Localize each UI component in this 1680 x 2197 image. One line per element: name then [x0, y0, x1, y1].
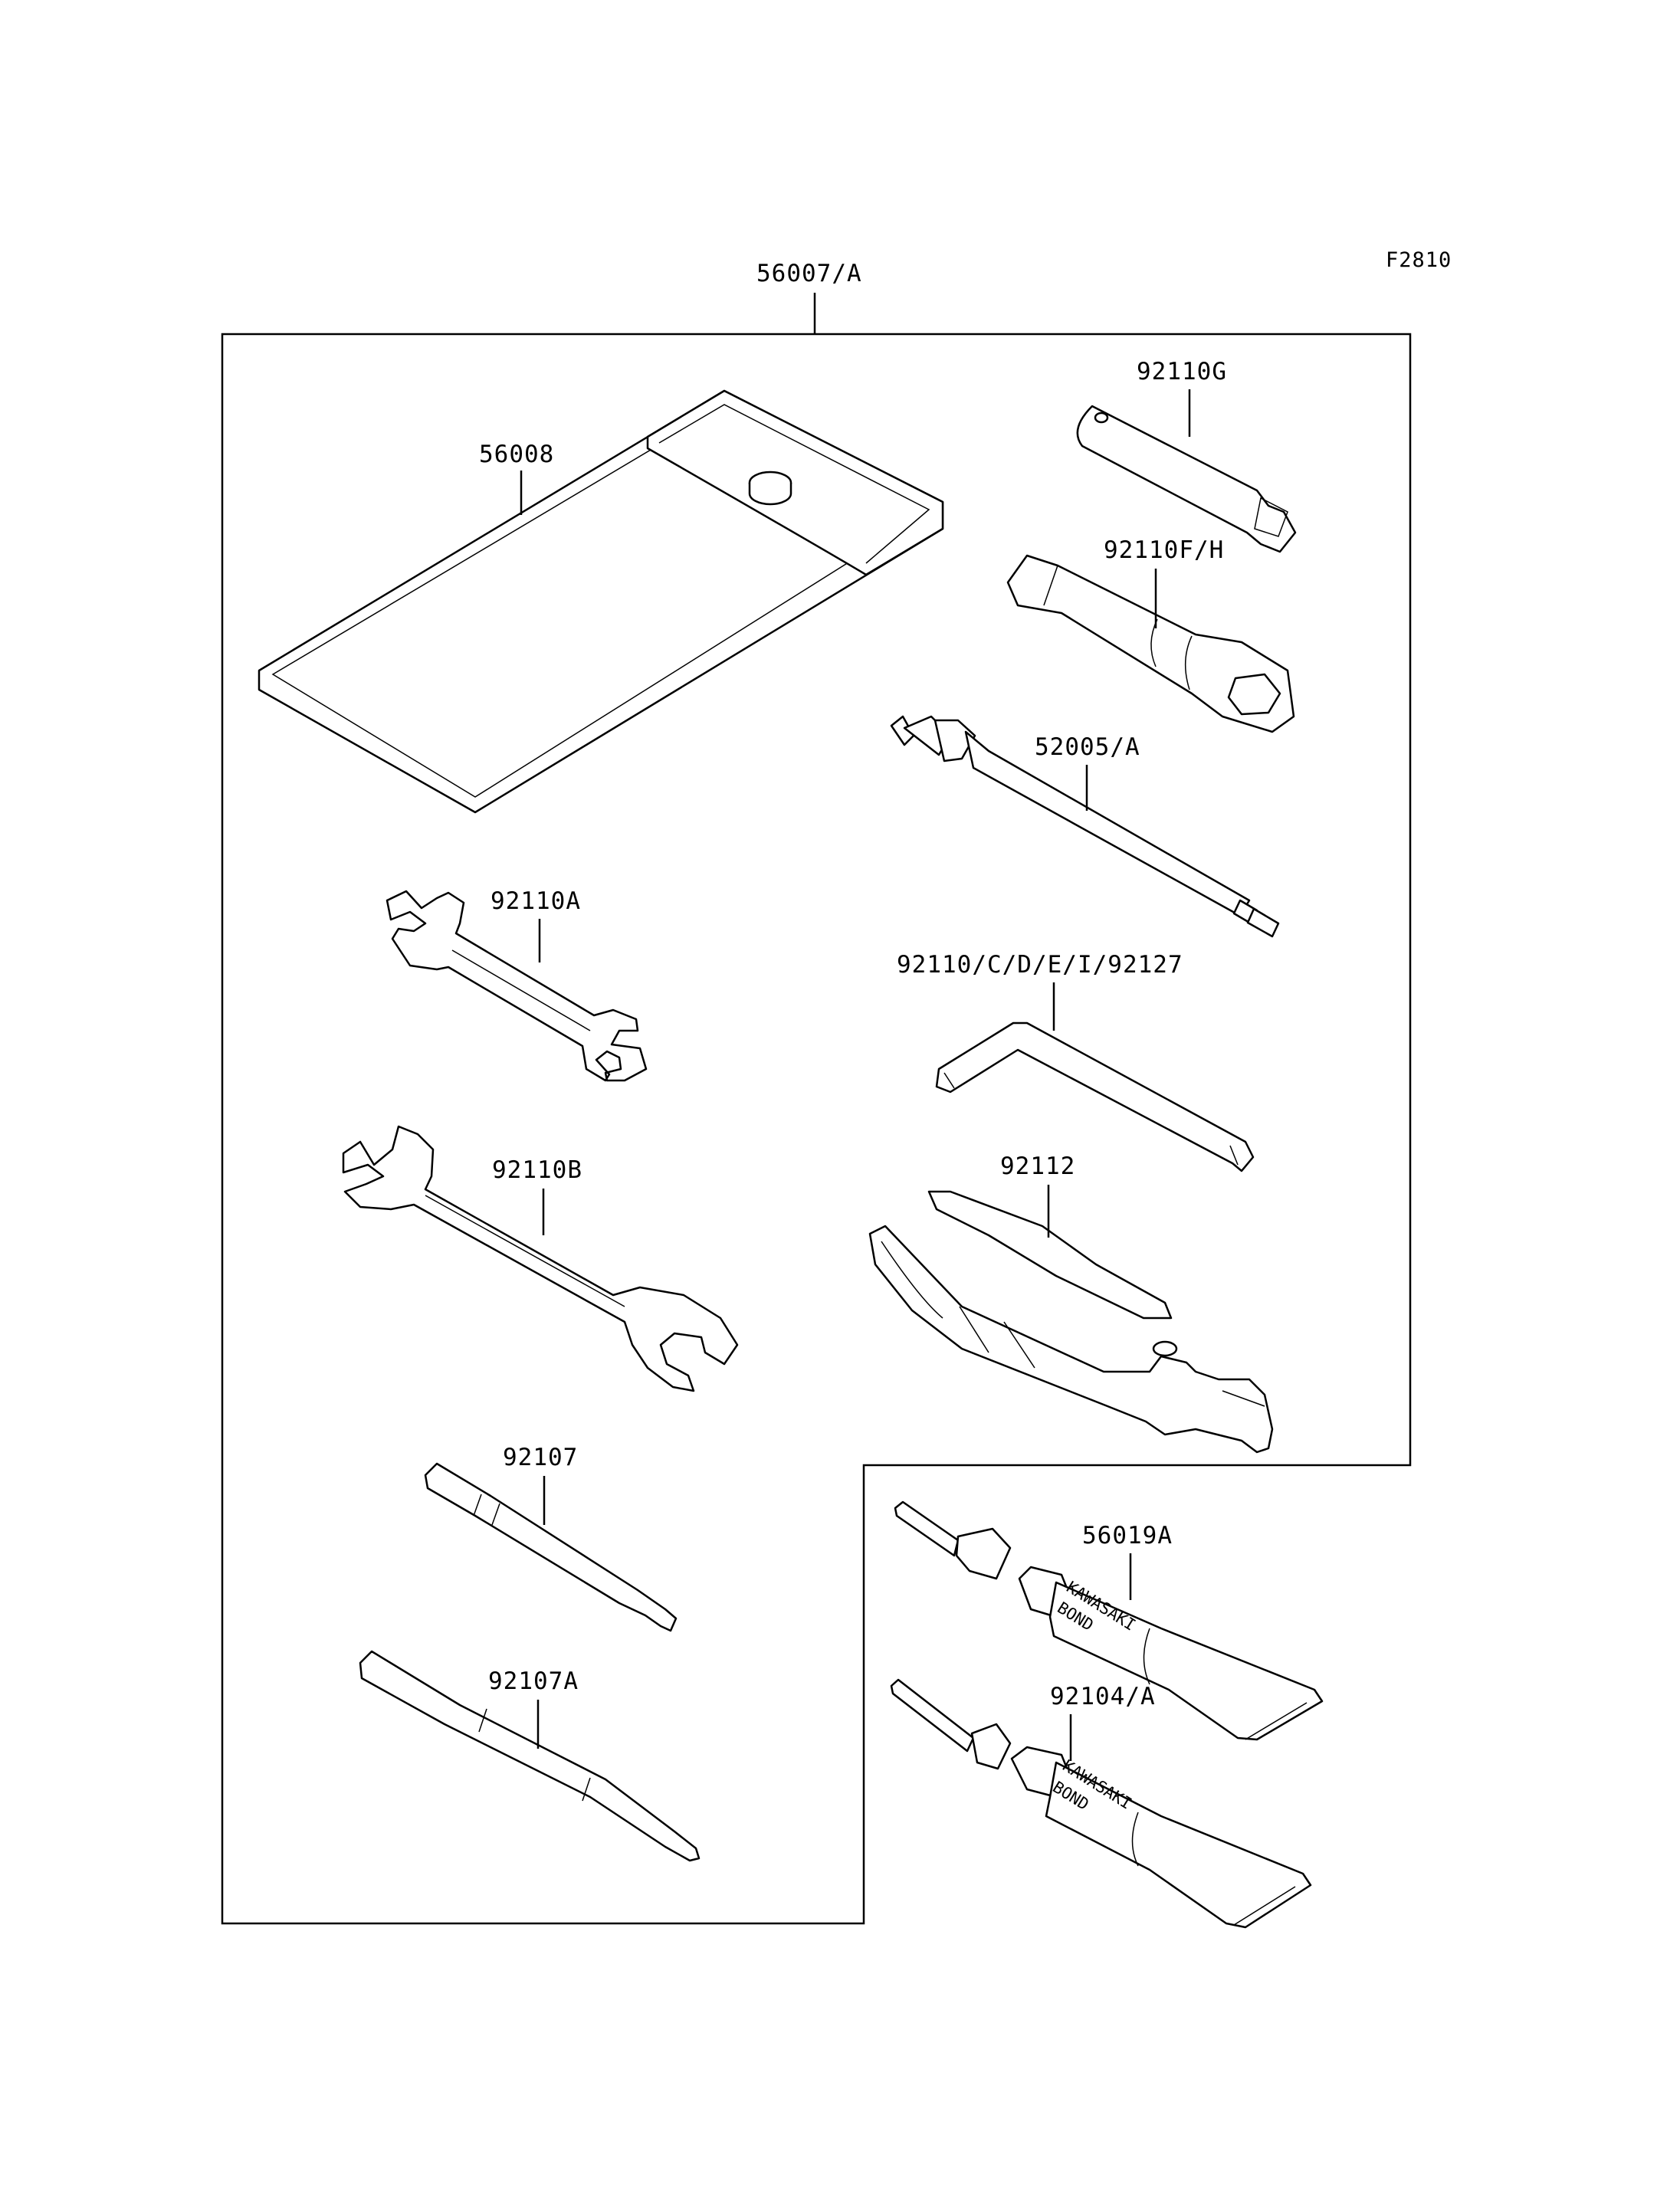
- part-label-pliers: 92112: [1000, 1153, 1075, 1180]
- screwdriver-bit-drawing: [424, 1462, 678, 1632]
- part-label-box-wrench-large: 92110F/H: [1104, 536, 1224, 564]
- part-label-hex-wrench: 92110/C/D/E/I/92127: [897, 951, 1183, 979]
- part-label-wrench-large: 92110B: [492, 1156, 582, 1184]
- bond-tube-1-drawing: [894, 1500, 1324, 1741]
- part-label-bond-tube-2: 92104/A: [1050, 1683, 1156, 1710]
- kit-boundary: [221, 333, 1412, 1925]
- tire-gauge-drawing: [890, 715, 1280, 938]
- bond-tube-2-drawing: [890, 1678, 1312, 1929]
- kit-part-label: 56007/A: [756, 260, 862, 287]
- part-label-tool-bag: 56008: [479, 441, 554, 468]
- part-label-wrench-small: 92110A: [491, 887, 581, 915]
- box-wrench-large-drawing: [1006, 554, 1295, 733]
- wrench-large-drawing: [342, 1125, 739, 1392]
- figure-id: F2810: [1386, 248, 1452, 272]
- box-wrench-small-drawing: [1076, 405, 1297, 553]
- tool-bag-drawing: [258, 389, 944, 814]
- pliers-drawing: [868, 1190, 1274, 1454]
- wrench-small-drawing: [386, 890, 648, 1082]
- part-label-tire-gauge: 52005/A: [1035, 733, 1140, 761]
- part-label-bond-tube-1: 56019A: [1082, 1522, 1173, 1549]
- part-label-screwdriver-bit: 92107: [503, 1444, 578, 1471]
- part-label-box-wrench-small: 92110G: [1137, 358, 1227, 385]
- hex-wrench-drawing: [935, 1021, 1255, 1172]
- part-label-screwdriver-grip: 92107A: [488, 1667, 579, 1695]
- screwdriver-grip-drawing: [359, 1650, 701, 1862]
